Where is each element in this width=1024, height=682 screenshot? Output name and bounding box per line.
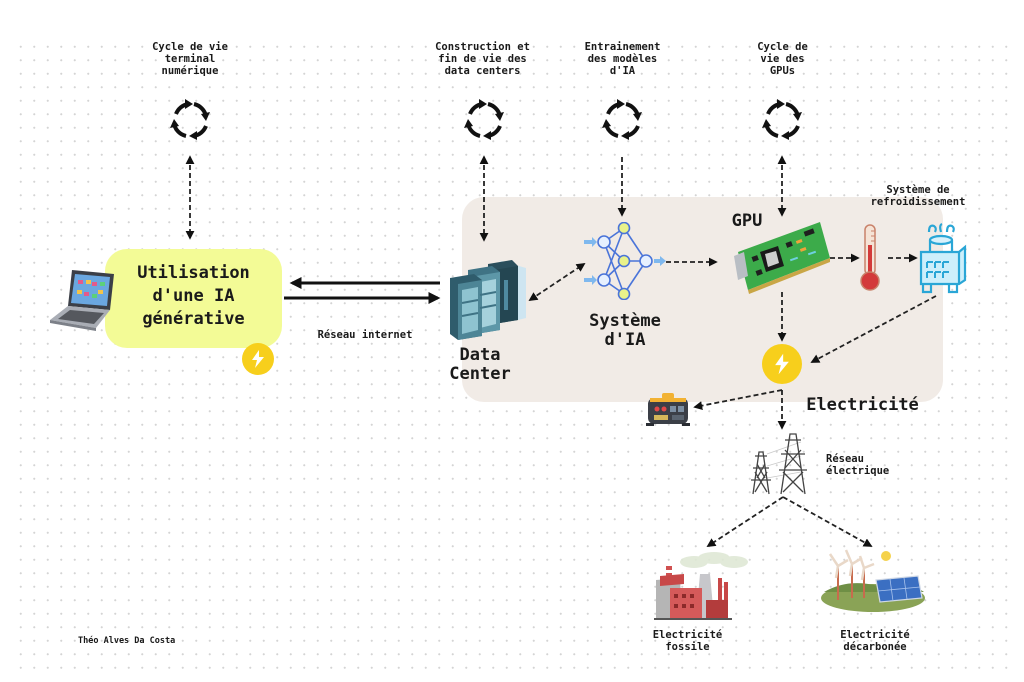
gpu-label: GPU xyxy=(731,211,763,231)
cycle-label-terminal: Cycle de vie terminal numérique xyxy=(152,41,228,77)
cycle-label-datacenter: Construction et fin de vie des data cent… xyxy=(435,41,530,77)
cooling-unit-icon xyxy=(919,222,967,294)
usage-lightning-badge xyxy=(242,343,274,375)
laptop-icon xyxy=(50,270,114,331)
power-pylon-icon xyxy=(751,433,807,495)
arrow-datacenter-ai xyxy=(528,263,586,301)
cooling-label: Système de refroidissement xyxy=(870,184,966,208)
cycle-arrows-icon xyxy=(464,99,504,140)
wind-solar-icon xyxy=(821,549,925,612)
server-rack-icon xyxy=(450,260,526,340)
gpu-card-icon xyxy=(734,222,830,294)
electricity-lightning-node xyxy=(762,344,802,384)
decarbonized-label: Electricité décarbonée xyxy=(840,629,910,653)
cycle-arrows-icon xyxy=(602,99,642,140)
fossil-label: Electricité fossile xyxy=(652,629,723,653)
lightning-icon xyxy=(252,350,264,368)
datacenter-label: Data Center xyxy=(449,345,511,385)
electricity-label: Electricité xyxy=(806,395,919,415)
cycle-arrows-icon xyxy=(762,99,802,140)
cycle-arrows-icon xyxy=(170,99,210,140)
author-credit: Théo Alves Da Costa xyxy=(78,636,176,646)
arrow-electricity-generator xyxy=(693,389,783,411)
cycle-label-gpu: Cycle de vie des GPUs xyxy=(757,41,808,77)
ai-system-label: Système d'IA xyxy=(589,311,661,351)
thermometer-icon xyxy=(860,224,880,291)
lightning-icon xyxy=(775,353,789,375)
grid-label: Réseau électrique xyxy=(826,453,890,477)
generator-icon xyxy=(646,393,690,426)
neural-network-icon xyxy=(584,222,666,300)
usage-box[interactable] xyxy=(105,249,282,348)
cycle-label-training: Entrainement des modèles d'IA xyxy=(584,41,661,77)
usage-label: Utilisation d'une IA générative xyxy=(137,263,250,329)
arrow-grid-decarbonized xyxy=(782,496,873,547)
factory-icon xyxy=(654,552,748,620)
network-label: Réseau internet xyxy=(317,329,413,341)
arrow-grid-fossil xyxy=(706,496,784,547)
arrow-cooler-electricity xyxy=(810,295,937,363)
